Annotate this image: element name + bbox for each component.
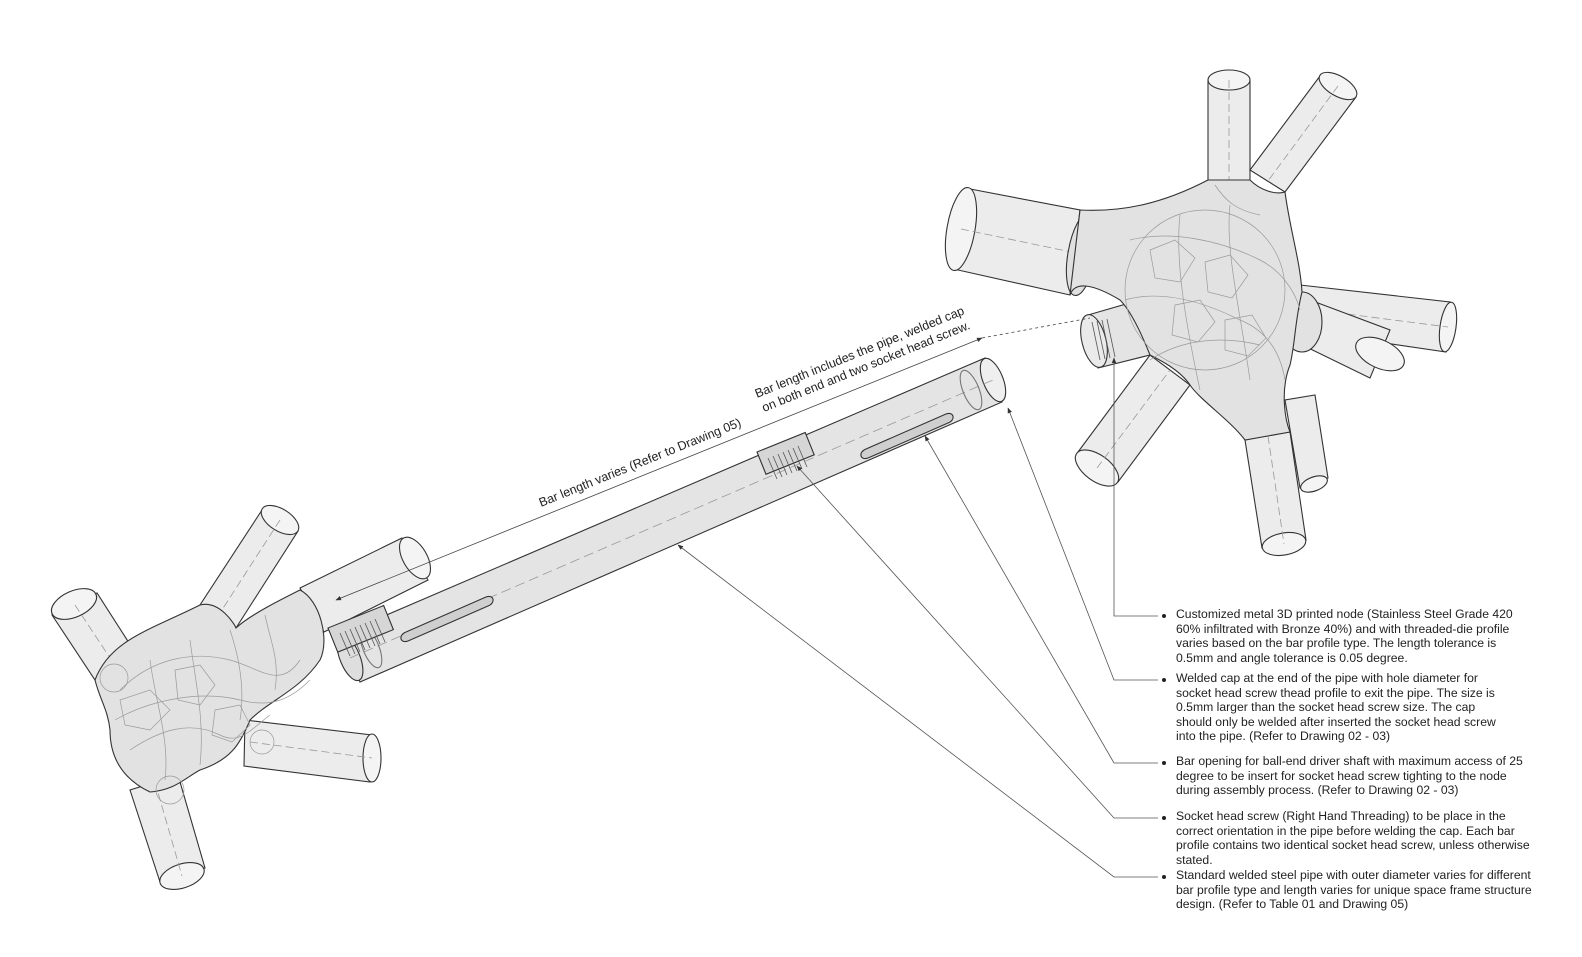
right-node [944,69,1458,557]
note-bullet-welded-cap [1162,678,1166,682]
note-welded-cap-line: into the pipe. (Refer to Drawing 02 - 03… [1176,729,1391,744]
note-node-line: Customized metal 3D printed node (Stainl… [1176,607,1513,621]
left-node-arm-down [129,774,206,890]
note-socket-screw-line: stated. [1176,852,1213,867]
right-node-lattice [1124,184,1301,391]
note-socket-screw-line: correct orientation in the pipe before w… [1176,823,1515,838]
note-pipe-line: bar profile type and length varies for u… [1176,882,1532,897]
note-bullet-node [1162,614,1166,618]
left-node [50,504,432,890]
pipe-body [339,357,1003,683]
right-node-body [1069,179,1303,441]
note-pipe: Standard welded steel pipe with outer di… [1176,868,1556,912]
left-node-lattice [99,614,311,805]
leader-welded-cap [1007,407,1158,681]
leader-node [1111,357,1158,617]
left-node-arm-lower-right [243,719,382,783]
left-node-arm-upper [199,504,300,629]
note-bullet-socket-screw [1162,816,1166,820]
right-node-arm-lower-left [1074,354,1191,487]
steel-pipe [327,357,1007,683]
note-welded-cap-line: should only be welded after inserted the… [1176,714,1496,729]
note-socket-screw: Socket head screw (Right Hand Threading)… [1176,809,1556,867]
left-node-body [94,589,325,793]
leader-socket-screw [796,465,1158,819]
right-node-arm-top-right [1249,71,1358,193]
note-node-line: 0.5mm and angle tolerance is 0.05 degree… [1176,650,1408,665]
note-bar-opening-line: during assembly process. (Refer to Drawi… [1176,783,1459,798]
note-node-line: varies based on the bar profile type. Th… [1176,636,1497,651]
note-bullet-pipe [1162,875,1166,879]
note-bar-opening-line: Bar opening for ball-end driver shaft wi… [1176,754,1523,768]
note-welded-cap-line: 0.5mm larger than the socket head screw … [1176,700,1476,715]
note-node-line: 60% infiltrated with Bronze 40%) and wit… [1176,621,1510,636]
socket-head-screw-left [327,604,395,657]
note-bar-opening: Bar opening for ball-end driver shaft wi… [1176,754,1556,798]
leader-bar-opening [924,435,1158,764]
note-pipe-line: Standard welded steel pipe with outer di… [1176,868,1531,882]
note-socket-screw-line: Socket head screw (Right Hand Threading)… [1176,809,1506,823]
note-pipe-line: design. (Refer to Table 01 and Drawing 0… [1176,897,1409,912]
note-node: Customized metal 3D printed node (Stainl… [1176,607,1556,665]
right-node-arm-bottom-right [1284,394,1329,493]
leader-lines [677,357,1158,878]
note-socket-screw-line: profile contains two identical socket he… [1176,838,1530,853]
note-welded-cap-line: Welded cap at the end of the pipe with h… [1176,671,1478,685]
note-welded-cap-line: socket head screw thead profile to exit … [1176,685,1495,700]
note-bar-opening-line: degree to be insert for socket head scre… [1176,768,1507,783]
note-bullet-bar-opening [1162,761,1166,765]
dimension-bar-length [335,317,1091,601]
note-welded-cap: Welded cap at the end of the pipe with h… [1176,671,1556,744]
leader-pipe [677,544,1158,878]
